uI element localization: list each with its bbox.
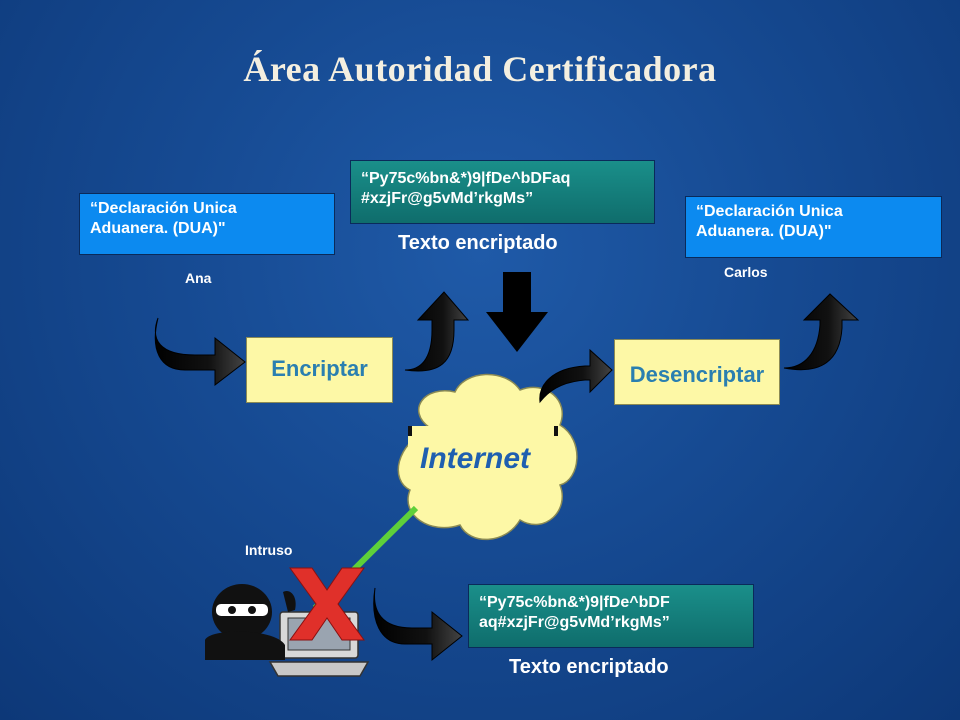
decrypt-box: Desencriptar bbox=[614, 339, 780, 405]
curved-arrow-icon bbox=[154, 317, 246, 387]
internet-label: Internet bbox=[420, 442, 531, 475]
message-line-1: “Py75c%bn&*)9|fDe^bDF bbox=[479, 594, 670, 611]
intruder-name: Intruso bbox=[245, 542, 293, 558]
message-line-1: “Declaración Unica bbox=[696, 203, 843, 220]
cloud-icon bbox=[397, 373, 578, 541]
message-line-2: Aduanera. (DUA)" bbox=[90, 220, 226, 237]
message-line-1: “Py75c%bn&*)9|fDe^bDFaq bbox=[361, 170, 571, 187]
curved-arrow-icon bbox=[783, 293, 860, 371]
encrypted-caption-bottom: Texto encriptado bbox=[509, 656, 669, 678]
encrypted-caption-top: Texto encriptado bbox=[398, 232, 558, 254]
encrypt-box: Encriptar bbox=[246, 337, 393, 403]
receiver-name: Carlos bbox=[724, 264, 768, 280]
sender-name: Ana bbox=[185, 270, 212, 286]
message-line-2: aq#xzjFr@g5vMd’rkgMs” bbox=[479, 614, 670, 631]
encrypted-message-top: “Py75c%bn&*)9|fDe^bDFaq #xzjFr@g5vMd’rkg… bbox=[350, 160, 655, 224]
message-line-2: Aduanera. (DUA)" bbox=[696, 223, 832, 240]
curved-arrow-icon bbox=[404, 291, 470, 372]
encrypted-message-bottom: “Py75c%bn&*)9|fDe^bDF aq#xzjFr@g5vMd’rkg… bbox=[468, 584, 754, 648]
down-arrow-icon bbox=[486, 272, 548, 352]
plaintext-message-receiver: “Declaración Unica Aduanera. (DUA)" bbox=[685, 196, 942, 258]
plaintext-message-sender: “Declaración Unica Aduanera. (DUA)" bbox=[79, 193, 335, 255]
curved-arrow-icon bbox=[373, 587, 463, 662]
message-line-1: “Declaración Unica bbox=[90, 200, 237, 217]
red-x-icon bbox=[289, 567, 365, 641]
slide-title: Área Autoridad Certificadora bbox=[243, 49, 717, 89]
curved-arrow-icon bbox=[539, 348, 613, 404]
message-line-2: #xzjFr@g5vMd’rkgMs” bbox=[361, 190, 534, 207]
